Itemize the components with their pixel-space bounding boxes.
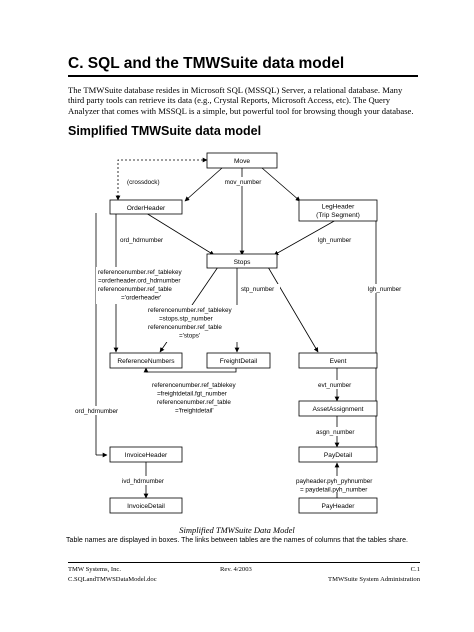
table-invoiceheader: InvoiceHeader — [109, 446, 183, 463]
table-event: Event — [298, 352, 378, 369]
table-orderheader: OrderHeader — [109, 199, 183, 215]
label-ivd-hdrnumber: ivd_hdrnumber — [122, 478, 164, 485]
label-stp-number: stp_number — [241, 286, 274, 293]
link-legheader-stops — [273, 219, 337, 256]
title-rule — [68, 75, 418, 77]
label-ref-stops-1: referencenumber.ref_tablekey — [148, 307, 233, 314]
page-title: C. SQL and the TMWSuite data model — [68, 55, 345, 72]
table-freightdetail: FreightDetail — [206, 352, 271, 369]
table-legheader-sublabel: (Trip Segment) — [316, 212, 360, 219]
label-asgn-number: asgn_number — [316, 429, 355, 436]
label-ref-order-2: =orderheader.ord_hdrnumber — [98, 278, 180, 285]
table-assetassignment: AssetAssignment — [298, 400, 378, 417]
label-ref-stops-2: =stops.stp_number — [159, 316, 213, 323]
table-move-label: Move — [234, 158, 250, 165]
link-stops-event — [267, 266, 319, 353]
link-labels: (crossdock) mov_number ord_hdrnumber lgh… — [73, 177, 408, 494]
table-invoicedetail-label: InvoiceDetail — [127, 503, 165, 510]
footer-section: TMWSuite System Administration — [328, 576, 420, 583]
label-mov-number: mov_number — [225, 179, 262, 186]
label-ref-order-4: ='orderheader' — [121, 295, 161, 302]
figure-caption: Simplified TMWSuite Data Model — [179, 525, 295, 535]
crossdock-link — [115, 157, 208, 201]
section-subtitle: Simplified TMWSuite data model — [68, 124, 262, 138]
label-ref-freight-2: =freightdetail.fgt_number — [157, 391, 227, 398]
table-freightdetail-label: FreightDetail — [220, 358, 258, 365]
label-ref-order-3: referencenumber.ref_table — [98, 286, 172, 293]
label-ref-stops-3: referencenumber.ref_table — [148, 324, 222, 331]
footer-revision: Rev. 4/2003 — [220, 566, 252, 573]
link-freightdetail-refnumbers — [143, 367, 237, 373]
footer-filename: C.SQLandTMWSDataModel.doc — [68, 576, 157, 583]
link-move-legheader — [261, 167, 301, 202]
table-move: Move — [206, 152, 278, 169]
table-payheader-label: PayHeader — [322, 503, 356, 510]
label-ord-hdrnumber-1: ord_hdrnumber — [120, 237, 163, 244]
table-invoicedetail: InvoiceDetail — [109, 497, 183, 514]
label-ref-stops-4: ='stops' — [179, 333, 200, 340]
label-ref-freight-4: ='freightdetail' — [175, 408, 214, 415]
label-ref-freight-3: referencenumber.ref_table — [157, 399, 231, 406]
label-lgh-number-2: lgh_number — [368, 286, 401, 293]
table-paydetail: PayDetail — [298, 446, 378, 463]
footer-page-number: C.1 — [410, 566, 420, 573]
footer-rule — [68, 562, 420, 563]
label-ref-freight-1: referencenumber.ref_tablekey — [152, 382, 237, 389]
label-lgh-number-1: lgh_number — [318, 237, 351, 244]
table-paydetail-label: PayDetail — [324, 452, 353, 459]
table-legheader: LegHeader (Trip Segment) — [298, 199, 378, 222]
table-referencenumbers: ReferenceNumbers — [109, 352, 183, 369]
label-evt-number: evt_number — [318, 382, 351, 389]
label-ref-order-1: referencenumber.ref_tablekey — [98, 269, 183, 276]
label-crossdock: (crossdock) — [127, 179, 160, 186]
table-stops-label: Stops — [234, 259, 252, 266]
table-invoiceheader-label: InvoiceHeader — [125, 452, 168, 459]
label-pyh-2: = paydetail.pyh_number — [300, 487, 367, 494]
table-referencenumbers-label: ReferenceNumbers — [117, 358, 175, 365]
link-move-orderheader — [184, 167, 223, 202]
table-event-label: Event — [330, 358, 347, 365]
intro-paragraph: The TMWSuite database resides in Microso… — [68, 85, 414, 116]
table-assetassignment-label: AssetAssignment — [313, 406, 364, 413]
link-orderheader-stops — [145, 212, 215, 256]
label-pyh-1: payheader.pyh_pyhnumber — [296, 478, 372, 485]
footer-company: TMW Systems, Inc. — [68, 566, 121, 573]
label-ord-hdrnumber-2: ord_hdrnumber — [75, 408, 118, 415]
table-legheader-label: LegHeader — [322, 204, 355, 211]
table-payheader: PayHeader — [298, 497, 378, 514]
table-stops: Stops — [206, 253, 278, 269]
figure-note: Table names are displayed in boxes. The … — [66, 537, 408, 544]
table-orderheader-label: OrderHeader — [127, 205, 166, 212]
